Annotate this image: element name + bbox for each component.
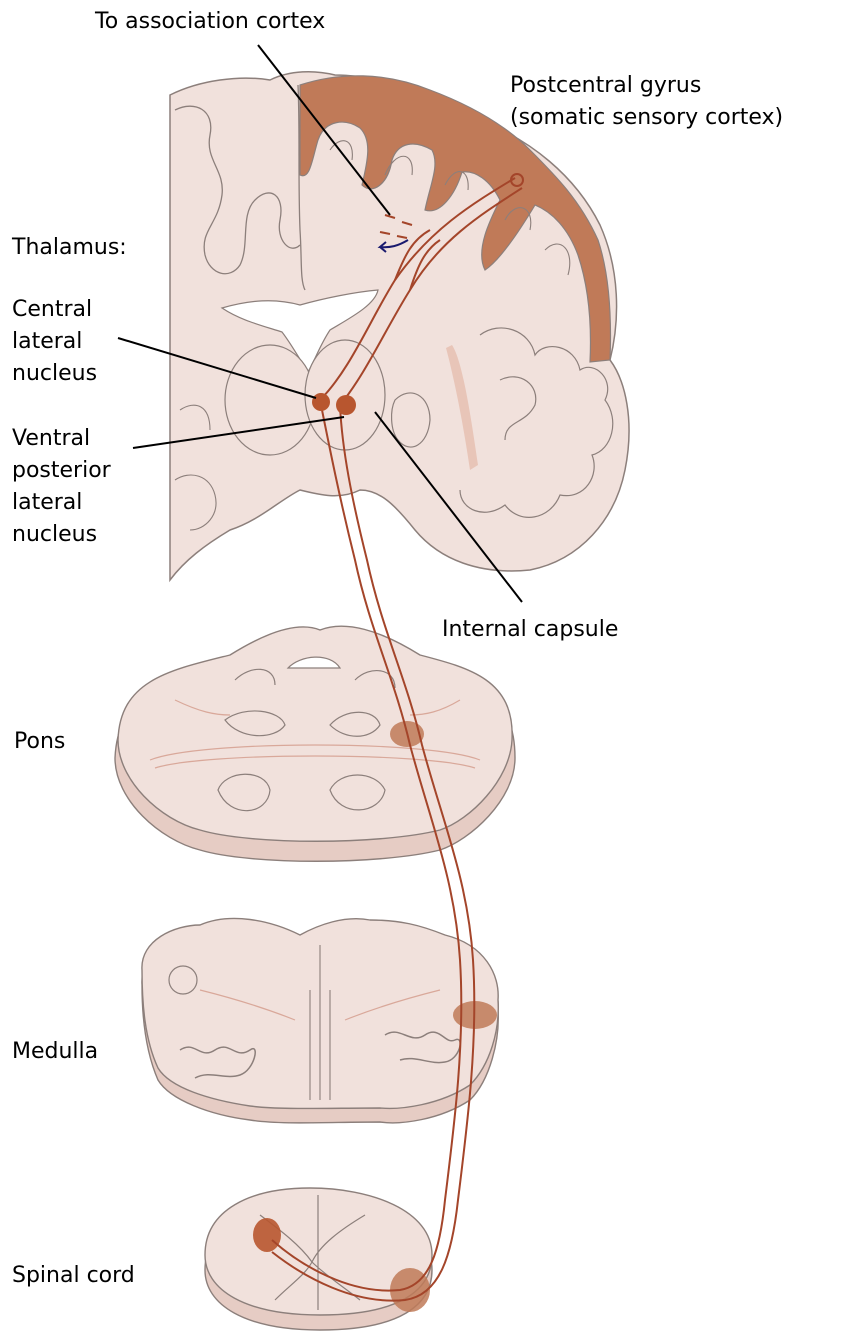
- label-vpl-nucleus: Ventral posterior lateral nucleus: [12, 423, 111, 551]
- central-lateral-line1: Central: [12, 294, 97, 326]
- label-medulla: Medulla: [12, 1036, 98, 1068]
- central-lateral-line3: nucleus: [12, 358, 97, 390]
- spinal-cord-section: [205, 1188, 432, 1330]
- association-cortex-text: To association cortex: [95, 6, 325, 38]
- postcentral-line2: (somatic sensory cortex): [510, 102, 783, 134]
- spinal-cord-text: Spinal cord: [12, 1260, 135, 1292]
- dorsal-root-entry: [253, 1218, 281, 1252]
- vpl-line1: Ventral: [12, 423, 111, 455]
- basal-ganglia: [392, 393, 430, 447]
- central-lateral-nucleus: [312, 393, 330, 411]
- label-postcentral-gyrus: Postcentral gyrus (somatic sensory corte…: [510, 70, 783, 134]
- vpl-nucleus: [336, 395, 356, 415]
- brain-section: [170, 72, 629, 580]
- central-lateral-line2: lateral: [12, 326, 97, 358]
- pons-section: [115, 626, 515, 861]
- vpl-line3: lateral: [12, 487, 111, 519]
- label-association-cortex: To association cortex: [95, 6, 325, 38]
- thalamus-left: [225, 345, 315, 455]
- internal-capsule-text: Internal capsule: [442, 614, 618, 646]
- label-internal-capsule: Internal capsule: [442, 614, 618, 646]
- label-central-lateral-nucleus: Central lateral nucleus: [12, 294, 97, 390]
- medulla-section: [142, 918, 498, 1122]
- label-spinal-cord: Spinal cord: [12, 1260, 135, 1292]
- vpl-line4: nucleus: [12, 519, 111, 551]
- label-pons: Pons: [14, 726, 65, 758]
- medulla-text: Medulla: [12, 1036, 98, 1068]
- thalamus-text: Thalamus:: [12, 232, 127, 264]
- pons-text: Pons: [14, 726, 65, 758]
- postcentral-line1: Postcentral gyrus: [510, 70, 783, 102]
- label-thalamus: Thalamus:: [12, 232, 127, 264]
- vpl-line2: posterior: [12, 455, 111, 487]
